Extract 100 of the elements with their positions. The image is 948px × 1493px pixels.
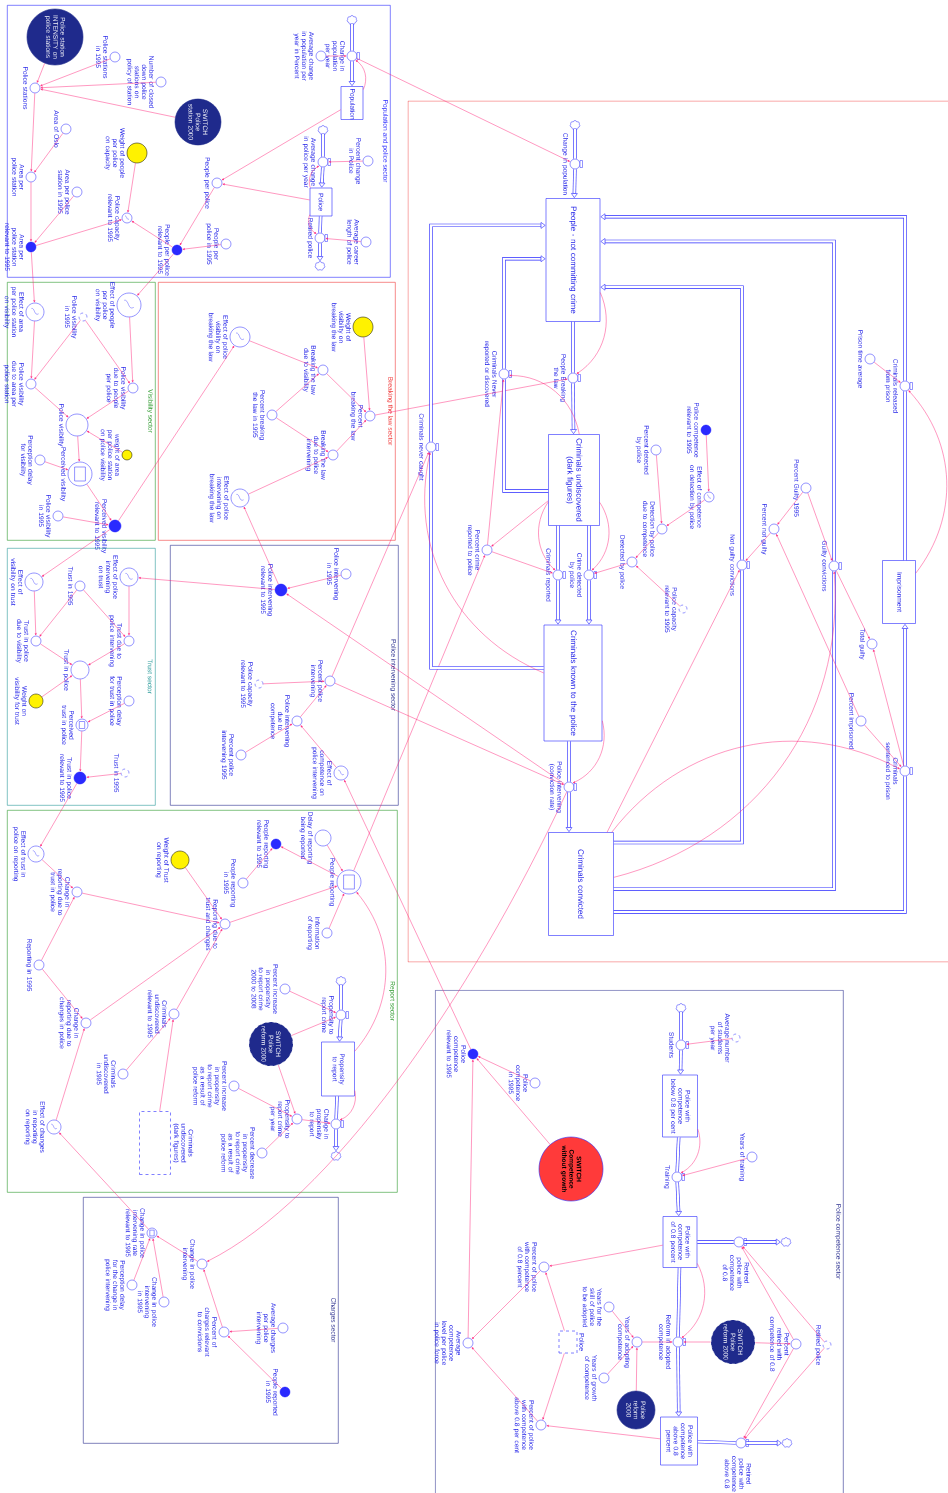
flow-pipe bbox=[570, 383, 577, 434]
connector-arrow bbox=[62, 516, 109, 526]
connector-arrow bbox=[30, 321, 35, 379]
connector-arrow bbox=[263, 680, 325, 685]
connector-arrow bbox=[286, 593, 565, 785]
connector-arrow bbox=[374, 378, 568, 416]
connector-arrow bbox=[594, 563, 628, 574]
connector-arrow bbox=[353, 555, 485, 871]
connector-arrow bbox=[741, 1246, 794, 1340]
flow-pipe bbox=[744, 1238, 781, 1246]
connector-arrow bbox=[30, 93, 35, 172]
connector-arrow bbox=[542, 1353, 565, 1420]
connector-arrow bbox=[328, 160, 363, 163]
flow-pipe bbox=[600, 238, 836, 561]
flow-pipe bbox=[332, 1129, 340, 1152]
flow-pipe bbox=[321, 133, 325, 157]
connector-arrow bbox=[249, 340, 318, 369]
cloud-icon bbox=[317, 125, 329, 135]
connector-arrow bbox=[133, 1238, 151, 1281]
connector-arrow bbox=[86, 773, 121, 778]
connector-arrow bbox=[35, 219, 122, 246]
connector-arrow bbox=[229, 885, 338, 923]
flow-pipe bbox=[675, 1182, 682, 1216]
flow-pipe bbox=[429, 222, 546, 442]
connector-arrow bbox=[334, 682, 564, 785]
connector-arrow bbox=[328, 893, 345, 929]
flow-pipe bbox=[348, 61, 356, 86]
connector-arrow bbox=[40, 88, 176, 118]
connector-arrow bbox=[86, 483, 112, 521]
connector-arrow bbox=[683, 1341, 711, 1343]
connector-arrow bbox=[118, 345, 235, 521]
cloud-icon bbox=[330, 1151, 342, 1161]
connector-arrow bbox=[302, 1119, 331, 1124]
connector-arrow bbox=[281, 846, 339, 877]
flow-pipe bbox=[502, 255, 546, 369]
cloud-icon bbox=[314, 261, 326, 271]
flow-pipe bbox=[336, 1020, 344, 1042]
connector-arrow bbox=[86, 430, 123, 453]
connector-arrow bbox=[81, 892, 220, 924]
connector-arrow bbox=[131, 220, 173, 248]
connector-arrow bbox=[129, 317, 134, 383]
connector-arrow bbox=[287, 575, 342, 589]
flow-pipe bbox=[587, 525, 591, 570]
flow-pipe bbox=[565, 792, 573, 832]
connector-arrow bbox=[207, 791, 567, 1262]
connector-arrow bbox=[807, 492, 833, 561]
connector-arrow bbox=[159, 1019, 174, 1112]
connector-arrow bbox=[77, 436, 80, 462]
connector-arrow bbox=[176, 928, 223, 1010]
connector-arrow bbox=[363, 337, 371, 411]
connector-arrow bbox=[300, 685, 327, 718]
cloud-icon bbox=[780, 1237, 792, 1247]
connector-arrow bbox=[642, 1341, 673, 1343]
connector-arrow bbox=[42, 968, 83, 1019]
sector-frame bbox=[407, 100, 948, 963]
flow-pipe bbox=[903, 391, 907, 561]
connector-arrow bbox=[309, 165, 320, 188]
flow-pipe bbox=[571, 321, 575, 373]
connector-arrow bbox=[83, 589, 126, 637]
connector-arrow bbox=[243, 506, 279, 585]
connector-arrow bbox=[611, 741, 900, 833]
connector-arrow bbox=[179, 187, 215, 246]
connector-arrow bbox=[776, 534, 860, 717]
connector-arrow bbox=[344, 779, 471, 1050]
connector-arrow bbox=[87, 703, 125, 723]
connector-arrow bbox=[41, 675, 73, 698]
connector-arrow bbox=[487, 379, 505, 545]
connector-arrow bbox=[30, 182, 32, 242]
connector-arrow bbox=[156, 1235, 198, 1262]
connector-arrow bbox=[152, 1238, 164, 1298]
connector-arrow bbox=[229, 1328, 278, 1333]
connector-arrow bbox=[476, 1058, 551, 1145]
connector-arrow bbox=[90, 927, 221, 1021]
connector-arrow bbox=[509, 374, 580, 435]
flow-pipe bbox=[334, 1096, 339, 1119]
connector-arrow bbox=[138, 577, 275, 590]
connector-arrow bbox=[326, 844, 343, 872]
connector-arrow bbox=[221, 109, 341, 181]
connector-arrow bbox=[40, 82, 156, 89]
connector-arrow bbox=[85, 320, 130, 384]
connector-arrow bbox=[908, 390, 947, 574]
connector-arrow bbox=[471, 1347, 538, 1422]
connector-arrow bbox=[576, 292, 607, 374]
connector-arrow bbox=[128, 586, 130, 636]
connector-arrow bbox=[873, 362, 901, 383]
connector-arrow bbox=[681, 1263, 705, 1338]
connector-arrow bbox=[635, 532, 659, 558]
connector-arrow bbox=[607, 1346, 634, 1375]
connector-arrow bbox=[612, 1310, 634, 1338]
flow-pipe bbox=[573, 128, 577, 159]
flow-pipe bbox=[554, 580, 562, 625]
connector-arrow bbox=[300, 725, 337, 768]
connector-arrow bbox=[478, 1056, 531, 1081]
flow-pipe bbox=[675, 1137, 681, 1172]
connector-arrow bbox=[666, 499, 705, 526]
flow-pipe bbox=[677, 1050, 684, 1075]
flow-pipe bbox=[318, 167, 326, 188]
connector-arrow bbox=[864, 724, 902, 767]
connector-arrow bbox=[31, 252, 36, 303]
connector-arrow bbox=[591, 502, 610, 571]
